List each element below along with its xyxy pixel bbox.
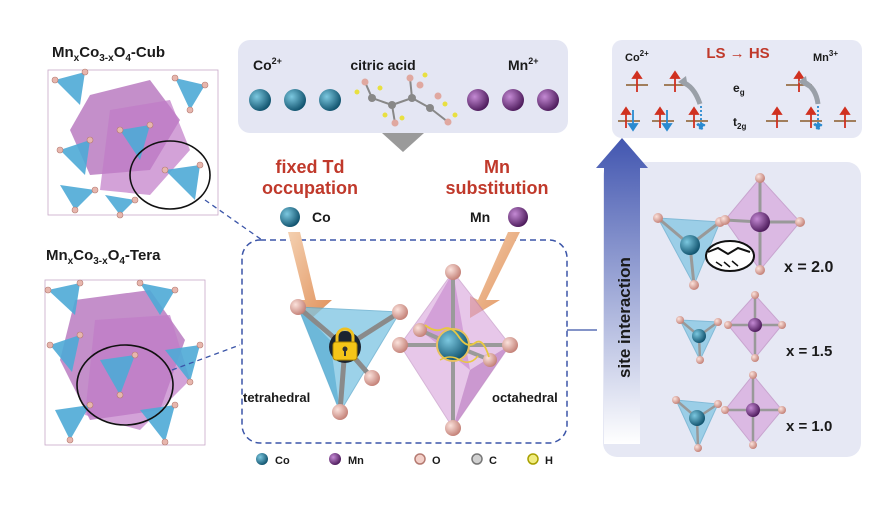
precursor-mn-label: Mn2+ xyxy=(508,56,538,73)
precursor-panel xyxy=(238,40,568,152)
legend-c: C xyxy=(471,453,497,467)
unit-x20 xyxy=(653,173,805,290)
svg-text:H: H xyxy=(545,455,553,467)
site-interaction-arrow xyxy=(596,138,648,444)
svg-text:MnxCo3-xO4-Tera: MnxCo3-xO4-Tera xyxy=(46,247,161,267)
structure-tera-title: MnxCo3-xO4-Tera xyxy=(46,247,161,267)
mn-orbital-diagram xyxy=(766,70,856,132)
dashed-connectors xyxy=(171,199,263,371)
citric-acid-molecule xyxy=(354,72,458,127)
tetrahedral-label: tetrahedral xyxy=(243,390,310,405)
co-atom xyxy=(280,207,300,227)
structure-cub-title: MnxCo3-xO4-Cub xyxy=(52,44,165,64)
fixed-td-label-line1: fixed Td xyxy=(275,157,344,177)
co-orbital-diagram xyxy=(618,70,708,132)
citric-acid-label: citric acid xyxy=(350,57,415,73)
mn-substitution-line2: substitution xyxy=(446,178,549,198)
unit-x15 xyxy=(676,291,786,364)
svg-text:Co: Co xyxy=(275,455,290,467)
site-occupation-panel xyxy=(241,239,568,444)
site-interaction-label: site interaction xyxy=(615,257,634,378)
precursor-co-label: Co2+ xyxy=(253,56,282,73)
spin-mn-label: Mn3+ xyxy=(813,49,838,64)
spin-co-label: Co2+ xyxy=(625,49,649,64)
svg-text:MnxCo3-xO4-Cub: MnxCo3-xO4-Cub xyxy=(52,44,165,64)
unit-x10 xyxy=(672,371,786,452)
eg-label: eg xyxy=(733,81,745,97)
atom-legend: Co Mn O C H xyxy=(256,453,553,467)
composition-x15: x = 1.5 xyxy=(786,343,832,360)
octahedral-label: octahedral xyxy=(492,390,558,405)
precursor-mn-ions xyxy=(467,89,559,111)
legend-h: H xyxy=(527,453,553,467)
legend-co: Co xyxy=(256,453,290,467)
legend-mn: Mn xyxy=(329,453,364,467)
composition-x20: x = 2.0 xyxy=(784,259,833,276)
mn-atom xyxy=(508,207,528,227)
octahedral-site xyxy=(392,264,518,436)
co-atom-label: Co xyxy=(312,209,331,225)
svg-text:Mn: Mn xyxy=(348,455,364,467)
legend-o: O xyxy=(414,453,441,467)
fixed-td-label-line2: occupation xyxy=(262,178,358,198)
ls-hs-transition-label: LS → HS xyxy=(706,45,769,62)
mn-substitution-line1: Mn xyxy=(484,157,510,177)
tetragonal-spinel-structure xyxy=(44,279,206,446)
mn-to-oh-arrow xyxy=(470,232,520,318)
lock-icon xyxy=(332,327,358,361)
svg-text:C: C xyxy=(489,455,497,467)
mn-atom-label: Mn xyxy=(470,209,490,225)
svg-text:O: O xyxy=(432,455,441,467)
handshake-icon xyxy=(705,240,755,272)
composition-x10: x = 1.0 xyxy=(786,418,832,435)
precursor-co-ions xyxy=(249,89,341,111)
spin-state-panel xyxy=(612,40,862,138)
co-to-td-arrow xyxy=(288,232,332,318)
cubic-spinel-structure xyxy=(47,68,219,219)
t2g-label: t2g xyxy=(733,115,746,131)
